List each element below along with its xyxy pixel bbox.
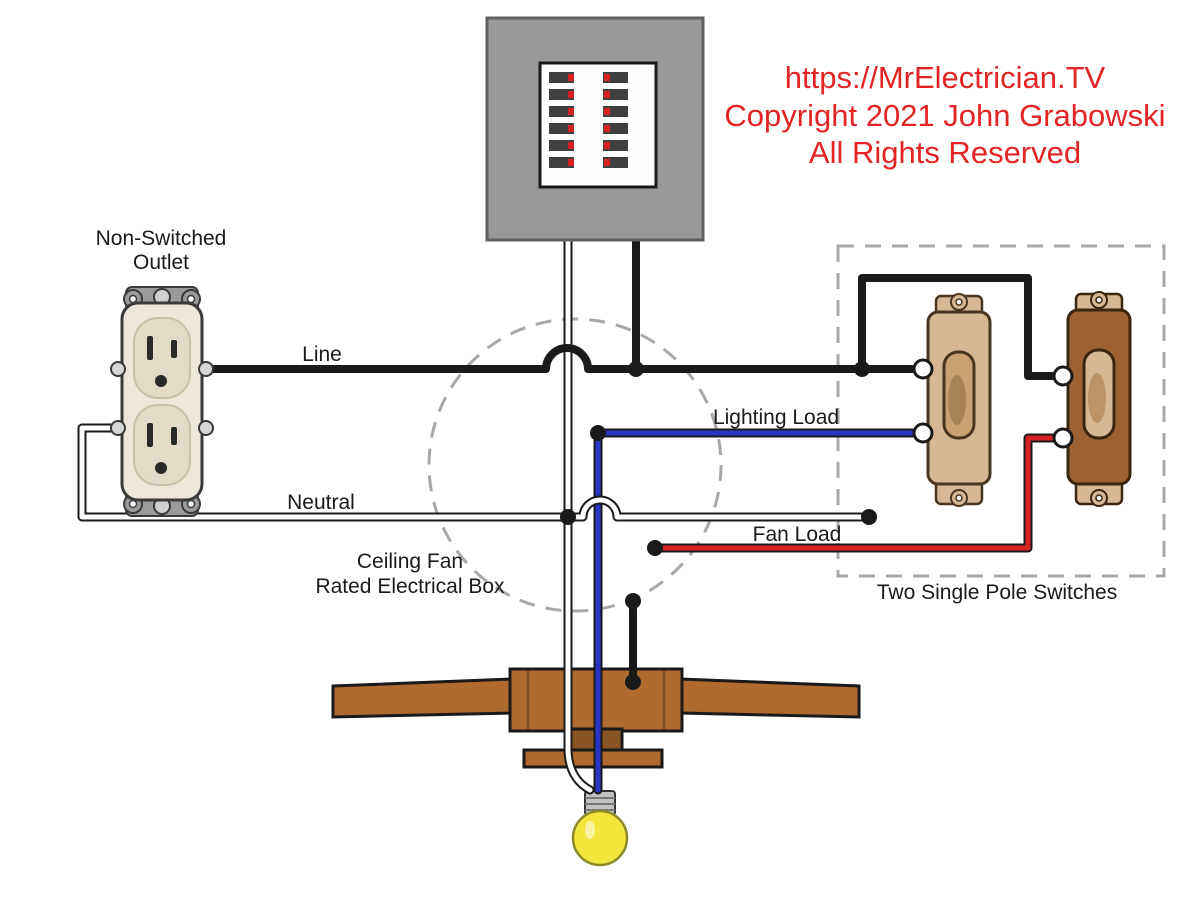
label-fan-load: Fan Load bbox=[753, 523, 842, 546]
label-neutral: Neutral bbox=[287, 491, 355, 514]
light-bulb bbox=[571, 790, 629, 867]
circuit-breakers bbox=[549, 72, 628, 168]
wire-neutral-to-bulb bbox=[563, 512, 595, 795]
switch-terminal bbox=[912, 358, 934, 380]
single-pole-switch-1 bbox=[912, 293, 992, 507]
outlet-slot bbox=[171, 340, 177, 358]
fan-blade-right bbox=[678, 677, 861, 719]
outlet-slot bbox=[147, 423, 153, 447]
breaker-panel bbox=[485, 16, 705, 242]
watermark-copyright: Copyright 2021 John Grabowski bbox=[724, 98, 1165, 133]
outlet-slot bbox=[147, 336, 153, 360]
outlet-slot bbox=[171, 427, 177, 445]
watermark: https://MrElectrician.TV Copyright 2021 … bbox=[724, 60, 1165, 170]
electrical-box-label-line1: Ceiling Fan bbox=[357, 550, 463, 573]
outlet-label-line2: Outlet bbox=[133, 251, 189, 274]
label-lighting-load: Lighting Load bbox=[713, 406, 839, 429]
diagram-labels: Non-Switched Outlet Line Neutral Lightin… bbox=[96, 227, 1118, 604]
junction-dot bbox=[625, 674, 641, 690]
switches-label: Two Single Pole Switches bbox=[877, 581, 1117, 604]
outlet-terminal-screw bbox=[110, 420, 126, 436]
ceiling-fan-box-outline bbox=[427, 317, 723, 613]
outlet-terminal-screw bbox=[198, 361, 214, 377]
junction-dot bbox=[625, 593, 641, 609]
single-pole-switch-2 bbox=[1052, 291, 1132, 507]
junction-dot bbox=[647, 540, 663, 556]
ceiling-fan bbox=[331, 667, 861, 769]
fan-blade-left bbox=[331, 677, 514, 719]
switch-box-outline bbox=[836, 244, 1166, 578]
fan-lower-plank bbox=[522, 748, 664, 769]
watermark-rights: All Rights Reserved bbox=[809, 135, 1081, 170]
wire-fan-load-red bbox=[650, 433, 1061, 553]
wire-neutral-white bbox=[77, 423, 873, 522]
watermark-url: https://MrElectrician.TV bbox=[785, 60, 1106, 95]
junction-dot bbox=[560, 509, 576, 525]
junction-dot bbox=[628, 361, 644, 377]
duplex-outlet bbox=[110, 286, 214, 517]
junction-dots bbox=[560, 361, 877, 690]
switch-terminal bbox=[912, 422, 934, 444]
outlet-terminal-screw bbox=[110, 361, 126, 377]
electrical-box-label-line2: Rated Electrical Box bbox=[315, 575, 505, 598]
outlet-label-line1: Non-Switched bbox=[96, 227, 227, 250]
outlet-ground-hole bbox=[155, 462, 167, 474]
outlet-ground-hole bbox=[155, 375, 167, 387]
bulb-glass bbox=[571, 809, 629, 867]
label-line: Line bbox=[302, 343, 342, 366]
junction-dot bbox=[590, 425, 606, 441]
junction-dot bbox=[861, 509, 877, 525]
outlet-terminal-screw bbox=[198, 420, 214, 436]
junction-dot bbox=[854, 361, 870, 377]
switch-terminal bbox=[1052, 427, 1074, 449]
wire-line-black bbox=[202, 228, 1060, 686]
switch-terminal bbox=[1052, 365, 1074, 387]
wire-lighting-load-blue bbox=[593, 428, 921, 795]
